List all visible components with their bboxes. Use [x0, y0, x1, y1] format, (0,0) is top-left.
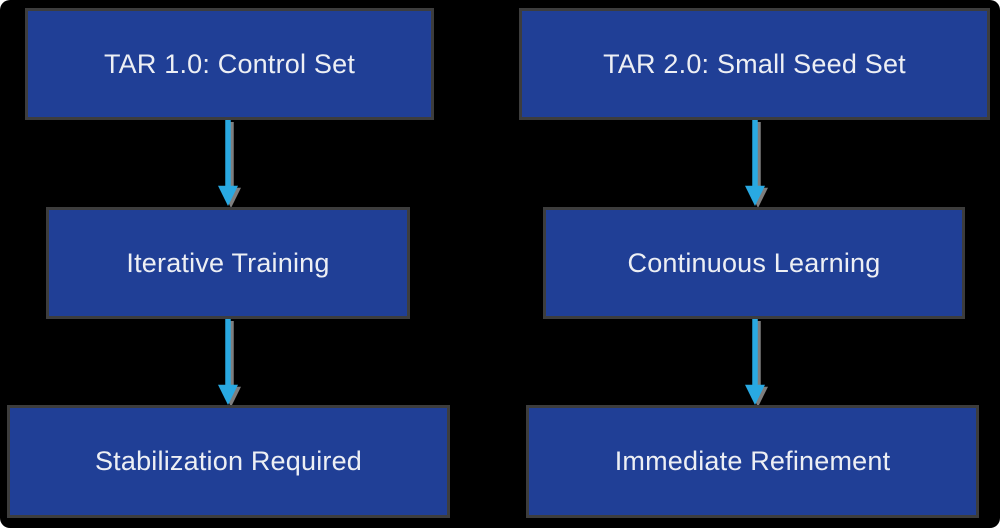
node-tar20-small-seed-set: TAR 2.0: Small Seed Set	[519, 8, 990, 120]
node-tar10-control-set: TAR 1.0: Control Set	[25, 8, 434, 120]
node-continuous-learning: Continuous Learning	[543, 207, 965, 319]
arrow-down-icon	[745, 120, 765, 207]
node-iterative-training: Iterative Training	[46, 207, 410, 319]
arrow-down-icon	[218, 120, 238, 207]
arrow-down-icon	[745, 319, 765, 406]
node-immediate-refinement: Immediate Refinement	[526, 405, 979, 518]
node-stabilization-required: Stabilization Required	[7, 405, 450, 518]
arrow-down-icon	[218, 319, 238, 406]
